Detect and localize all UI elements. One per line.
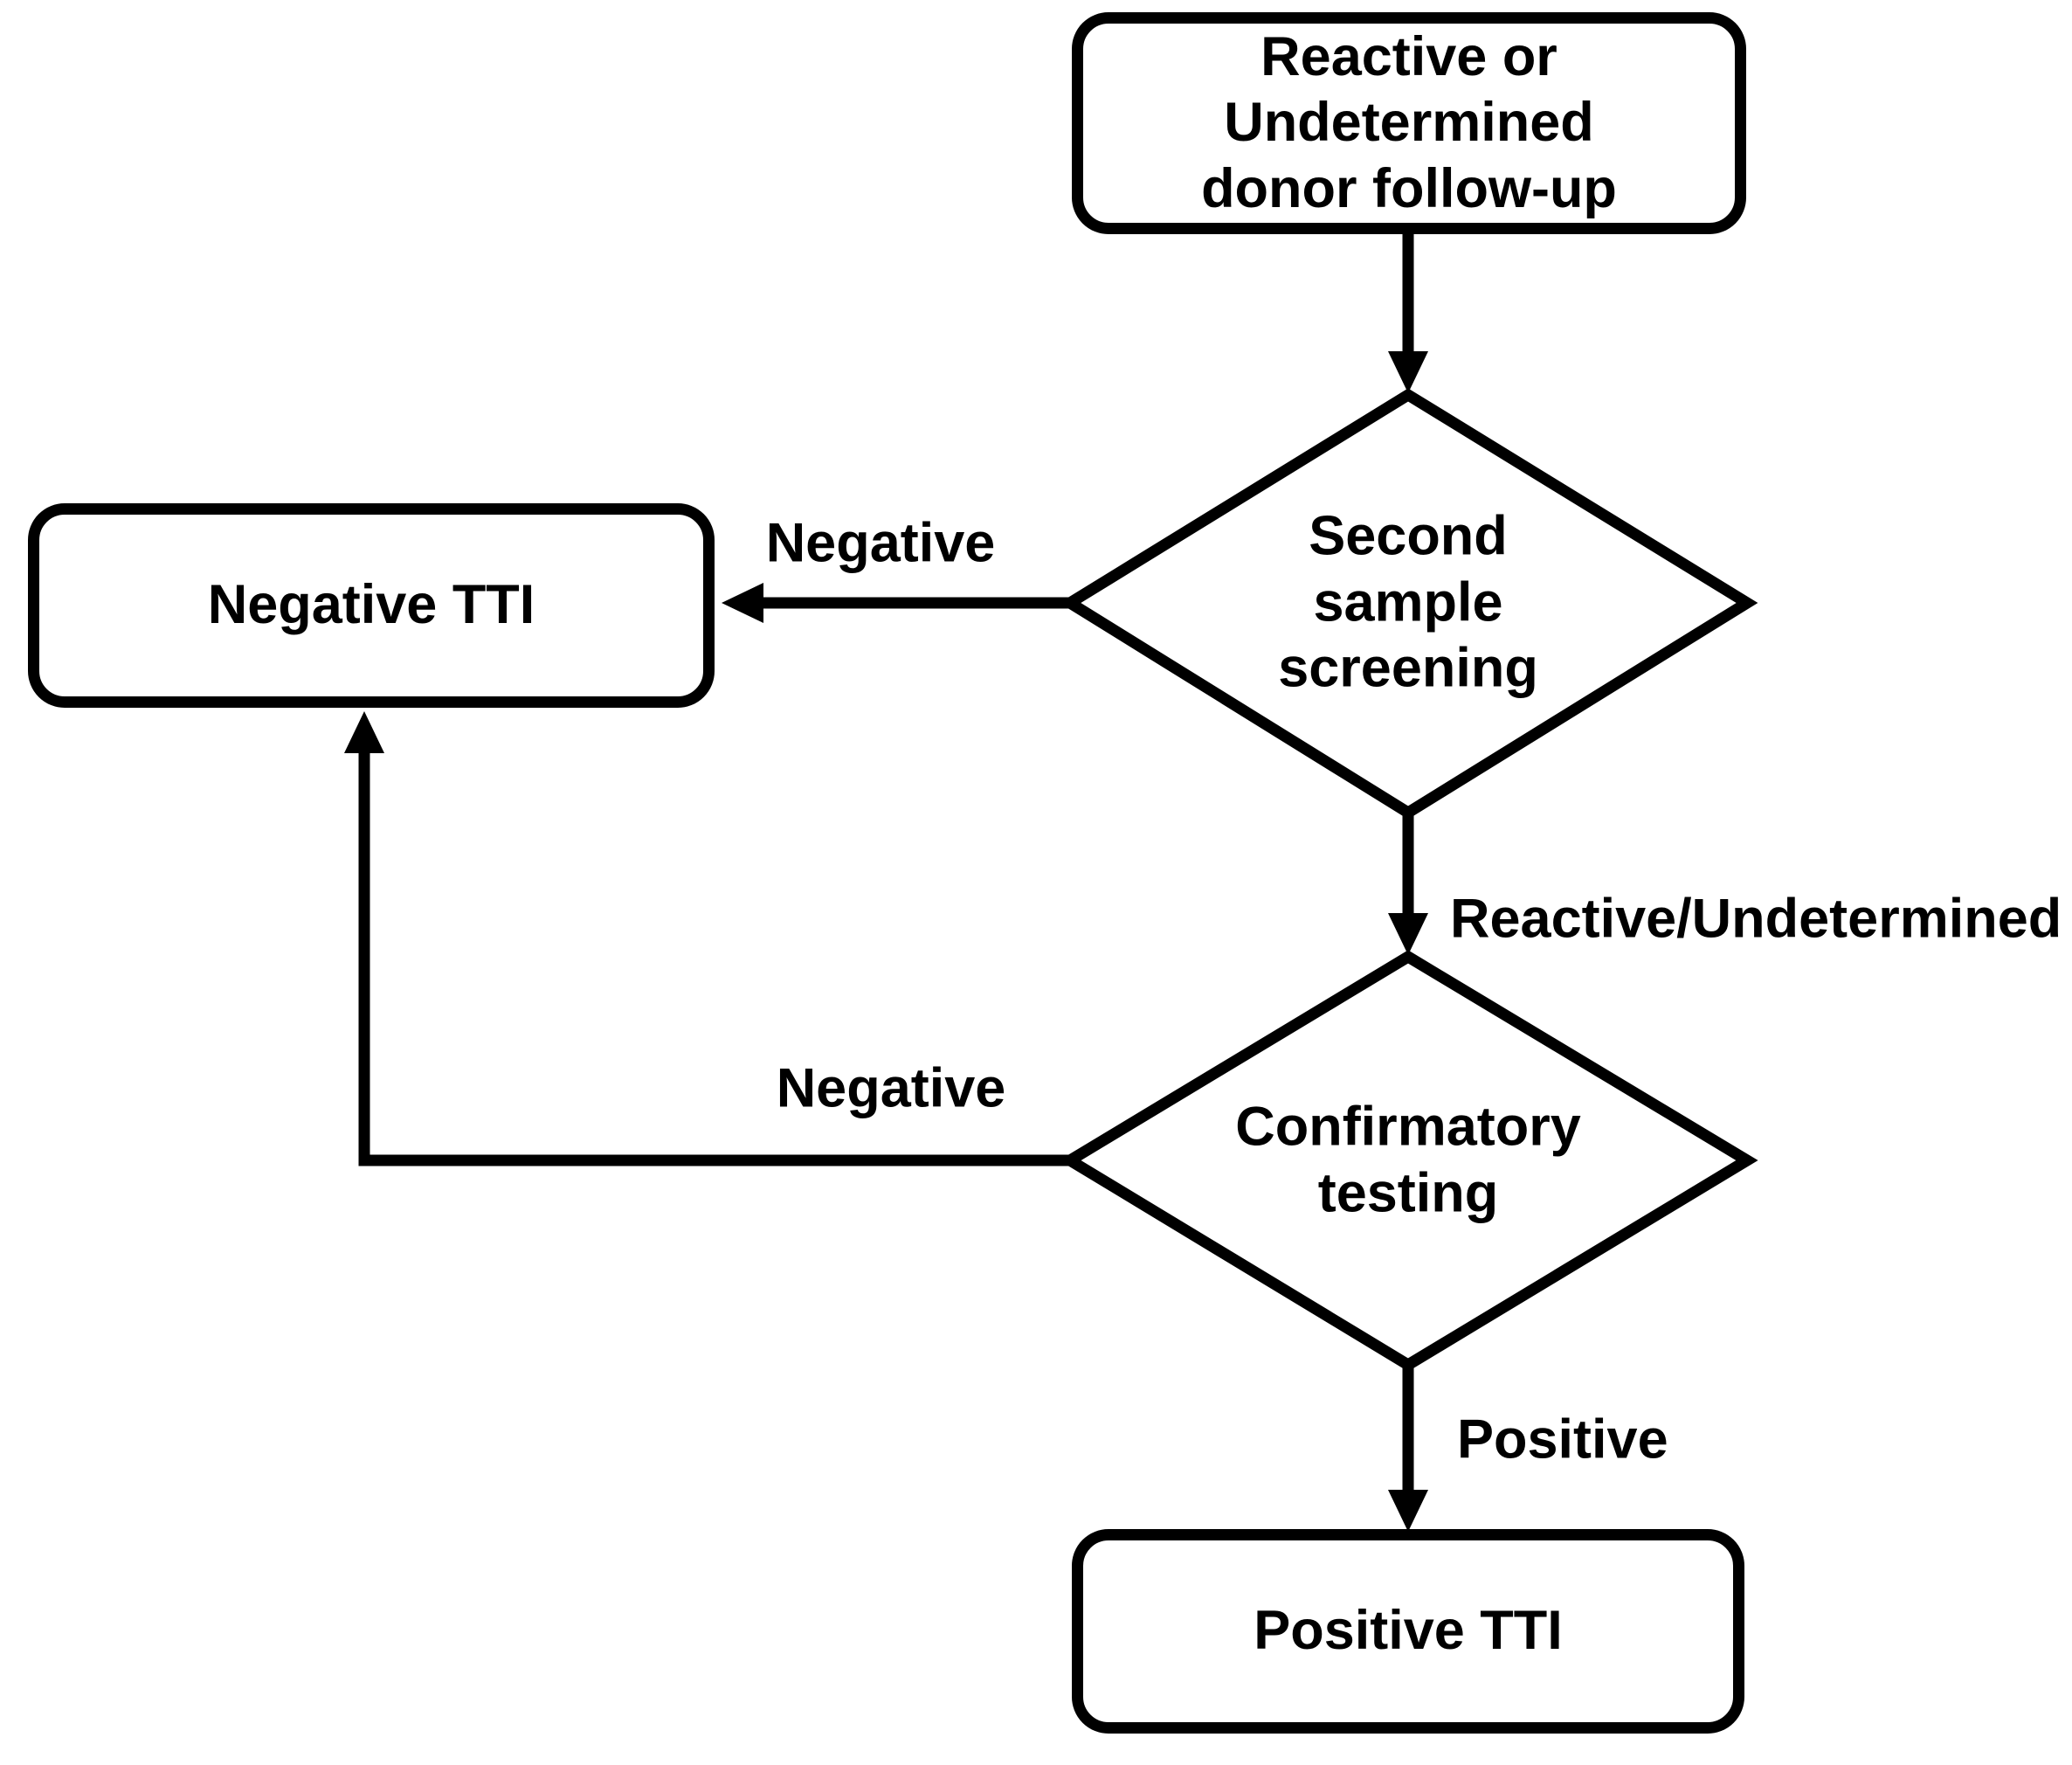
decision-confirmatory-testing: Confirmatory testing — [1235, 1094, 1581, 1226]
edge-label-confirmatory-positive: Positive — [1457, 1409, 1668, 1471]
node-start: Reactive or Undetermined donor follow-up — [1072, 12, 1746, 234]
edge-label-screening-reactive-undetermined: Reactive/Undetermined — [1450, 888, 2062, 950]
arrow-confirmatory-to-negative-tti — [358, 750, 1070, 1166]
node-negative-tti-label: Negative TTI — [207, 574, 535, 636]
node-negative-tti: Negative TTI — [28, 503, 715, 708]
decision-confirmatory-testing-shape — [1059, 950, 1758, 1372]
decision-confirmatory-testing-label: Confirmatory testing — [1235, 1096, 1581, 1223]
node-start-label: Reactive or Undetermined donor follow-up — [1201, 25, 1617, 219]
arrowhead-screening-to-negative-tti — [722, 583, 763, 623]
decision-second-sample-screening-label: Second sample screening — [1278, 505, 1538, 699]
arrowhead-screening-to-confirmatory — [1388, 913, 1428, 955]
edge-label-confirmatory-negative: Negative — [776, 1057, 1006, 1119]
node-positive-tti-label: Positive TTI — [1254, 1600, 1563, 1662]
arrowhead-start-to-screening — [1388, 351, 1428, 393]
arrowhead-confirmatory-to-negative-tti — [344, 711, 384, 753]
arrowhead-confirmatory-to-positive-tti — [1388, 1490, 1428, 1532]
decision-second-sample-screening: Second sample screening — [1278, 504, 1538, 703]
node-positive-tti: Positive TTI — [1072, 1529, 1744, 1734]
decision-second-sample-screening-shape — [1059, 388, 1758, 820]
edge-label-screening-negative: Negative — [765, 512, 996, 574]
